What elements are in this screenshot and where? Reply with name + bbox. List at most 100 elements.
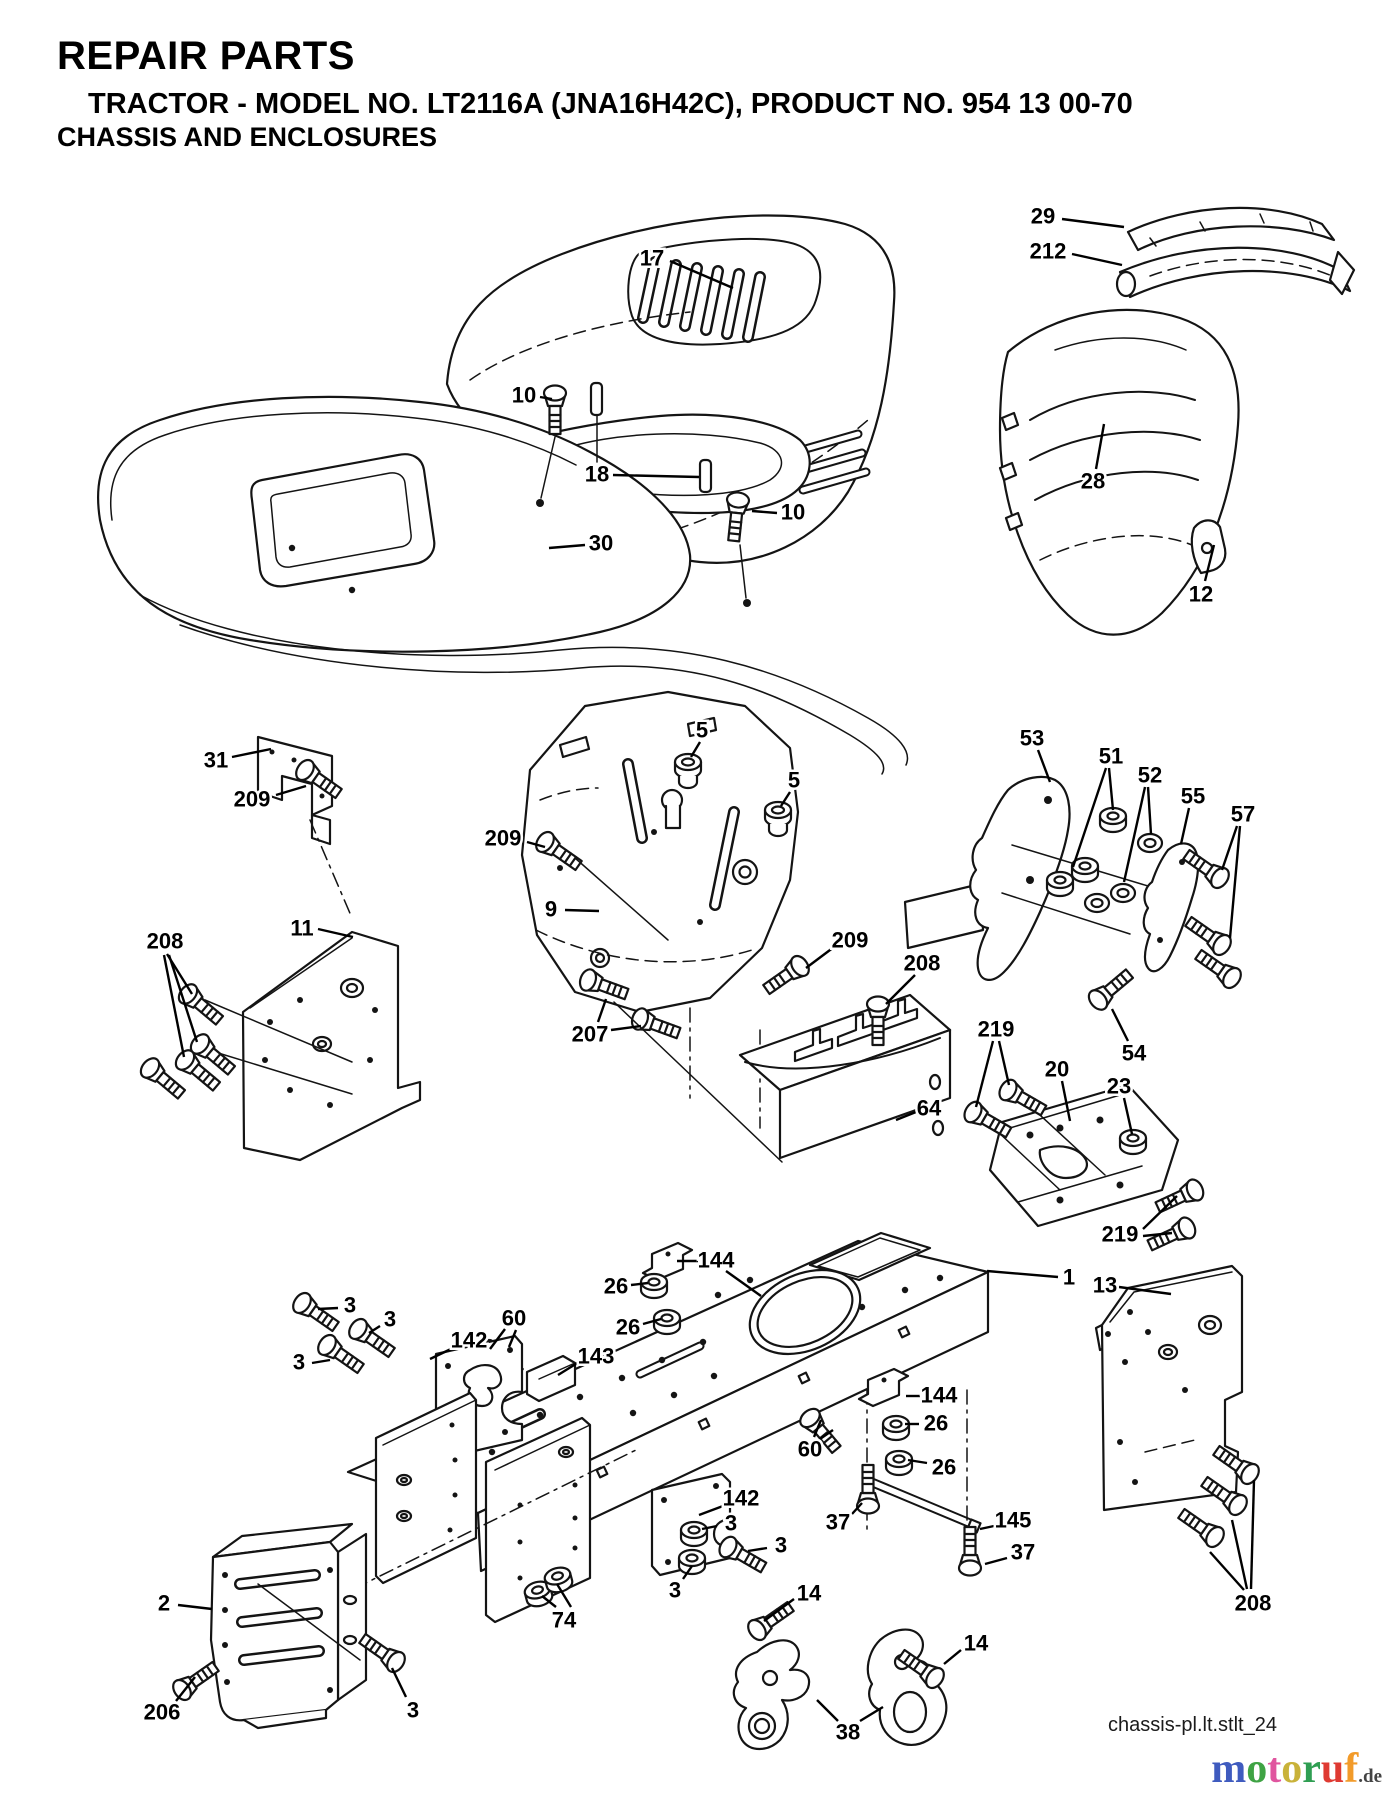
svg-text:5: 5 <box>696 718 708 743</box>
svg-text:37: 37 <box>826 1510 850 1535</box>
callout-3: 3 <box>368 1304 399 1335</box>
callout-55: 55 <box>1178 781 1208 845</box>
svg-text:23: 23 <box>1107 1074 1131 1099</box>
callout-57: 57 <box>1220 799 1258 939</box>
svg-text:53: 53 <box>1020 726 1044 751</box>
svg-text:17: 17 <box>640 246 664 271</box>
svg-text:10: 10 <box>781 500 805 525</box>
bolt-219-a1 <box>994 1075 1051 1122</box>
svg-text:10: 10 <box>512 383 536 408</box>
nut-51-c <box>1045 870 1075 898</box>
callout-13: 13 <box>1090 1270 1172 1300</box>
nut-26-a <box>639 1272 669 1300</box>
callout-60: 60 <box>489 1303 529 1350</box>
hood-bolt-10-left <box>536 384 568 507</box>
svg-text:60: 60 <box>798 1437 822 1462</box>
front-support-2-part <box>209 1522 368 1730</box>
svg-text:2: 2 <box>158 1591 170 1616</box>
hinge-bracket-53-part <box>903 775 1071 981</box>
callout-3: 3 <box>701 1508 740 1538</box>
callout-2: 2 <box>155 1588 213 1618</box>
dash-lower-64-part <box>689 993 952 1160</box>
callout-37: 37 <box>823 1502 863 1537</box>
bumper-5-a <box>673 752 703 790</box>
bolt-54 <box>1084 964 1138 1015</box>
callout-209: 209 <box>805 925 871 969</box>
nut-51-a <box>1098 806 1128 834</box>
model-subtitle: TRACTOR - MODEL NO. LT2116A (JNA16H42C),… <box>88 88 1133 120</box>
callout-209: 209 <box>231 784 307 814</box>
svg-text:142: 142 <box>723 1486 760 1511</box>
bolt-57-b <box>1181 911 1236 960</box>
nut-3-f <box>677 1548 707 1576</box>
callout-219: 219 <box>974 1014 1017 1108</box>
svg-text:3: 3 <box>344 1293 356 1318</box>
svg-text:14: 14 <box>797 1581 822 1606</box>
brand-letter: o <box>1246 1746 1268 1792</box>
svg-text:3: 3 <box>775 1533 787 1558</box>
callout-3: 3 <box>290 1347 331 1377</box>
svg-text:142: 142 <box>451 1328 488 1353</box>
brand-logo-letters: motoruf <box>1211 1746 1358 1792</box>
svg-text:26: 26 <box>616 1315 640 1340</box>
svg-text:11: 11 <box>290 916 313 941</box>
headlight-bracket-12-part <box>1190 519 1227 575</box>
svg-text:3: 3 <box>669 1578 681 1603</box>
svg-text:60: 60 <box>502 1306 526 1331</box>
svg-text:26: 26 <box>924 1411 948 1436</box>
callout-144: 144 <box>906 1380 961 1410</box>
svg-text:13: 13 <box>1093 1273 1117 1298</box>
dash-panel-9-part <box>520 690 800 1014</box>
svg-text:30: 30 <box>589 531 613 556</box>
page-title: REPAIR PARTS <box>57 34 355 78</box>
svg-text:3: 3 <box>407 1698 419 1723</box>
brand-letter: u <box>1320 1746 1345 1792</box>
bolt-208-b1 <box>174 979 228 1030</box>
washer-52-a <box>1136 832 1164 854</box>
side-panel-13-part <box>1094 1264 1244 1512</box>
callout-208: 208 <box>144 926 199 1058</box>
svg-text:207: 207 <box>572 1022 609 1047</box>
callout-207: 207 <box>569 998 642 1049</box>
svg-text:29: 29 <box>1031 204 1055 229</box>
callout-143: 143 <box>557 1341 617 1377</box>
bumper-5-b <box>763 800 793 838</box>
hood-bolt-10-right <box>721 490 751 607</box>
callout-1: 1 <box>986 1262 1078 1292</box>
svg-text:64: 64 <box>917 1096 942 1121</box>
bracket-38-right-part <box>866 1628 948 1746</box>
callout-142: 142 <box>429 1325 490 1361</box>
callout-53: 53 <box>1017 723 1052 783</box>
callout-3: 3 <box>747 1530 790 1560</box>
svg-text:208: 208 <box>904 951 941 976</box>
bolt-37-b <box>957 1525 983 1577</box>
callout-26: 26 <box>601 1271 649 1301</box>
callout-60: 60 <box>795 1419 834 1464</box>
svg-text:38: 38 <box>836 1720 860 1745</box>
svg-text:14: 14 <box>964 1631 989 1656</box>
svg-text:57: 57 <box>1231 802 1255 827</box>
brand-letter: m <box>1211 1746 1247 1792</box>
svg-text:37: 37 <box>1011 1540 1035 1565</box>
brand-logo: motoruf.de <box>1211 1748 1382 1798</box>
callout-5: 5 <box>779 765 803 807</box>
callout-219: 219 <box>1099 1195 1178 1249</box>
callout-3: 3 <box>390 1667 422 1725</box>
svg-text:144: 144 <box>698 1248 735 1273</box>
svg-text:26: 26 <box>932 1455 956 1480</box>
brand-letter: o <box>1281 1746 1303 1792</box>
callout-142: 142 <box>698 1483 762 1517</box>
callout-30: 30 <box>548 528 616 558</box>
svg-text:219: 219 <box>978 1017 1015 1042</box>
svg-text:18: 18 <box>585 462 609 487</box>
svg-text:55: 55 <box>1181 784 1205 809</box>
callout-51: 51 <box>1071 741 1126 868</box>
callout-3: 3 <box>666 1565 693 1605</box>
drawbar-plate-20-part <box>979 1083 1180 1228</box>
callout-209: 209 <box>482 823 546 853</box>
svg-text:209: 209 <box>832 928 869 953</box>
callout-3: 3 <box>317 1290 359 1320</box>
bolt-3-e <box>714 1532 771 1579</box>
svg-text:212: 212 <box>1030 239 1067 264</box>
